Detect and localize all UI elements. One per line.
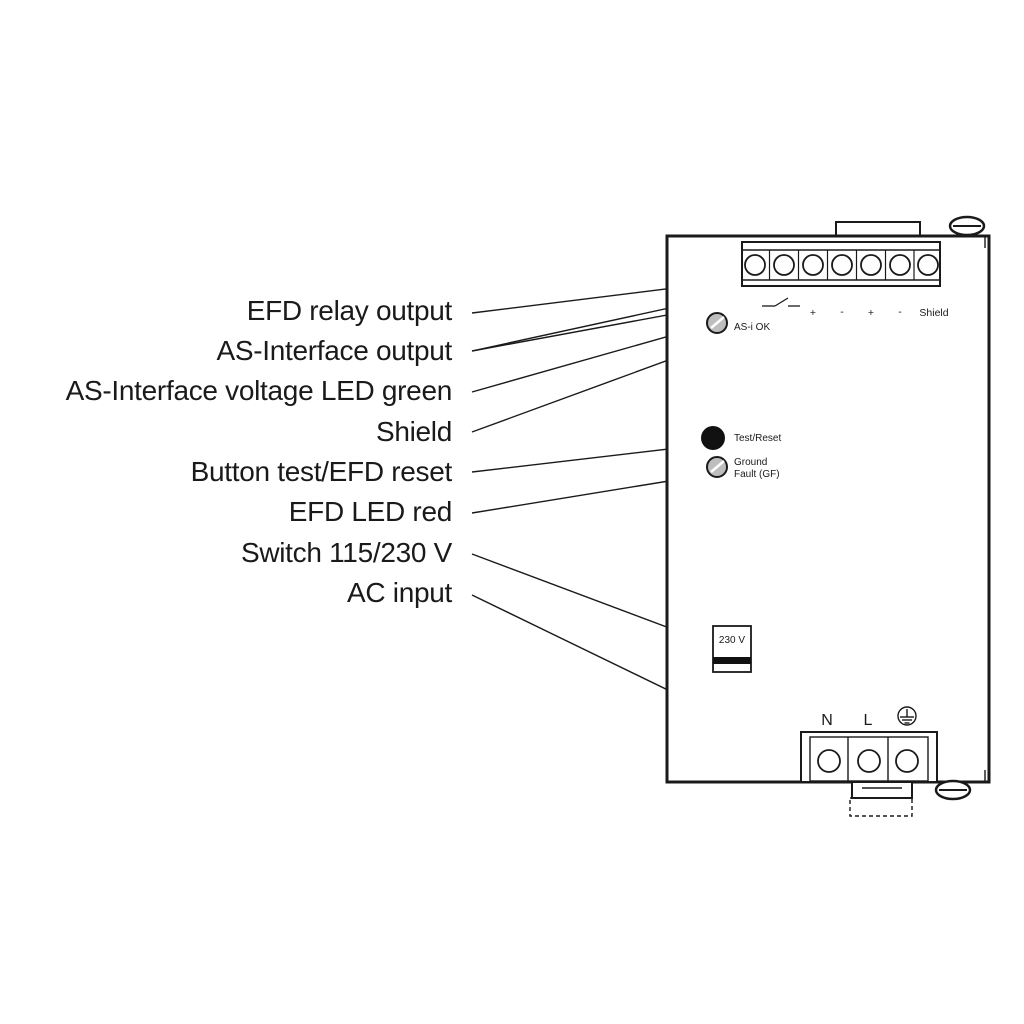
ground-fault-label-line1: Ground <box>734 457 767 468</box>
terminal-label-n: N <box>821 712 833 729</box>
terminal-screw-1 <box>744 254 766 276</box>
terminal-screw-l <box>857 749 881 773</box>
mark-plus-1: + <box>810 307 816 319</box>
relay-contact-symbol <box>762 297 800 307</box>
callout-button-test-reset: Button test/EFD reset <box>191 456 453 487</box>
terminal-screw-5 <box>860 254 882 276</box>
ground-fault-led <box>706 456 728 478</box>
mark-minus-2: - <box>898 306 902 318</box>
terminal-screw-6 <box>889 254 911 276</box>
callout-switch-voltage: Switch 115/230 V <box>241 537 453 568</box>
terminal-screw-7 <box>917 254 939 276</box>
mounting-screw-bottom <box>934 770 986 801</box>
ground-fault-label-line2: Fault (GF) <box>734 469 780 480</box>
callout-efd-relay-output: EFD relay output <box>247 295 453 326</box>
terminal-screw-ground <box>895 749 919 773</box>
asi-ok-led <box>706 312 728 334</box>
callout-efd-led-red: EFD LED red <box>289 496 452 527</box>
terminal-screw-n <box>817 749 841 773</box>
test-reset-button[interactable] <box>701 426 725 450</box>
ground-symbol-icon <box>897 706 917 726</box>
terminal-screw-2 <box>773 254 795 276</box>
top-terminal-screws <box>744 254 939 276</box>
mark-shield: Shield <box>919 307 948 319</box>
terminal-screw-3 <box>802 254 824 276</box>
callout-as-interface-output: AS-Interface output <box>216 335 452 366</box>
callout-ac-input: AC input <box>347 577 453 608</box>
callout-shield: Shield <box>376 416 452 447</box>
mounting-screw-top <box>948 215 986 248</box>
voltage-selector-label: 230 V <box>719 635 745 646</box>
test-reset-label: Test/Reset <box>734 433 781 444</box>
bottom-terminal-block <box>800 731 938 783</box>
top-terminal-marks: + - + - Shield <box>810 306 949 319</box>
terminal-label-l: L <box>864 712 873 729</box>
bottom-clip-dashed <box>849 797 913 817</box>
top-terminal-block <box>741 241 941 287</box>
callout-labels: EFD relay output AS-Interface output AS-… <box>66 295 453 608</box>
callout-as-interface-voltage-led: AS-Interface voltage LED green <box>66 375 452 406</box>
terminal-screw-4 <box>831 254 853 276</box>
voltage-selector-switch[interactable] <box>712 625 752 673</box>
mark-plus-2: + <box>868 307 874 319</box>
asi-ok-label: AS-i OK <box>734 322 770 333</box>
mark-minus-1: - <box>840 306 844 318</box>
